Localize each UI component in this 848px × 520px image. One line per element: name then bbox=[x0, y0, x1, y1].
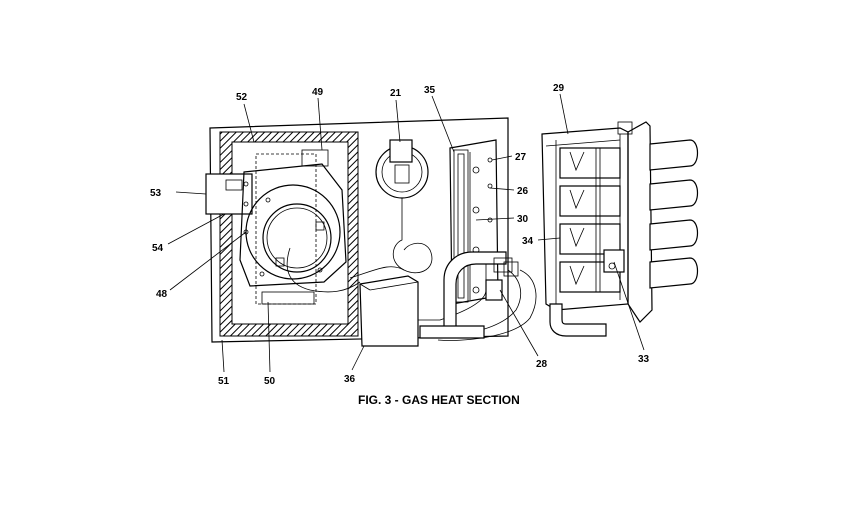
limit-switch-bracket bbox=[205, 173, 253, 215]
pressure-switch bbox=[375, 139, 429, 199]
callout-34: 34 bbox=[522, 236, 534, 247]
vestibule-panel bbox=[205, 117, 509, 343]
figure-caption: FIG. 3 - GAS HEAT SECTION bbox=[358, 393, 520, 407]
callout-51: 51 bbox=[218, 376, 230, 387]
callout-21: 21 bbox=[390, 88, 402, 99]
callout-33: 33 bbox=[638, 354, 650, 365]
gas-valve-control bbox=[359, 275, 419, 347]
leader-lines bbox=[167, 93, 645, 373]
callout-27: 27 bbox=[515, 152, 527, 163]
callout-29: 29 bbox=[553, 83, 565, 94]
callout-53: 53 bbox=[150, 188, 162, 199]
burner-1 bbox=[559, 147, 621, 179]
callout-52: 52 bbox=[236, 92, 248, 103]
callout-54: 54 bbox=[152, 243, 164, 254]
inducer-wheel-inner bbox=[262, 203, 332, 273]
callout-36: 36 bbox=[344, 374, 356, 385]
callout-50: 50 bbox=[264, 376, 276, 387]
ignitor-block bbox=[485, 279, 503, 301]
burner-4 bbox=[559, 261, 621, 293]
callout-48: 48 bbox=[156, 289, 168, 300]
inducer-housing bbox=[239, 163, 347, 287]
callout-49: 49 bbox=[312, 87, 324, 98]
burner-rack bbox=[541, 121, 699, 337]
callout-35: 35 bbox=[424, 85, 436, 96]
manifold-assembly bbox=[419, 139, 519, 339]
burner-3 bbox=[559, 223, 621, 255]
callout-28: 28 bbox=[536, 359, 548, 370]
callout-26: 26 bbox=[517, 186, 529, 197]
burner-2 bbox=[559, 185, 621, 217]
callout-30: 30 bbox=[517, 214, 529, 225]
